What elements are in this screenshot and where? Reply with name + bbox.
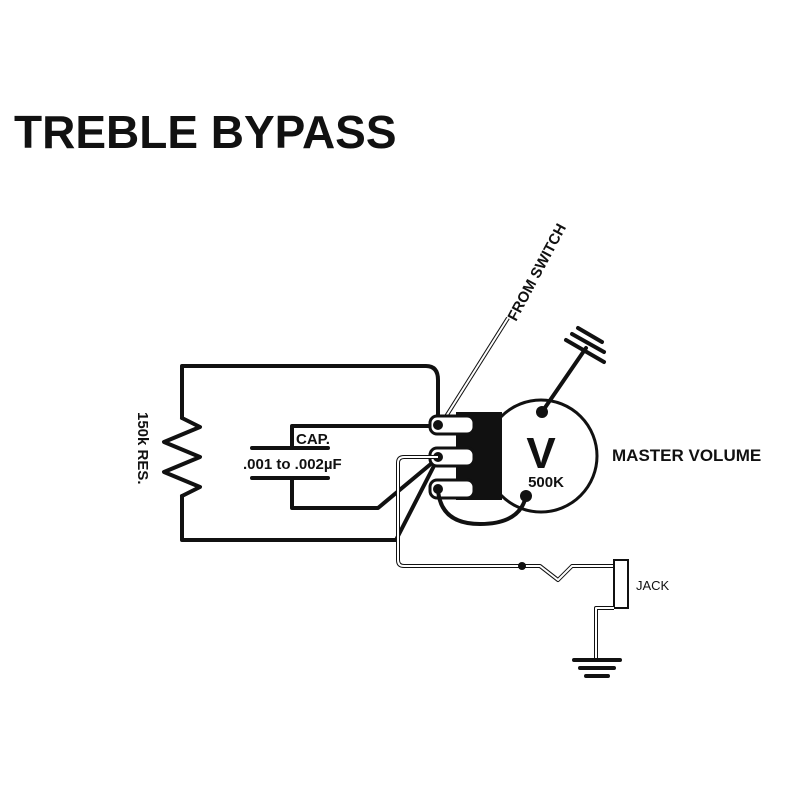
- output-wire-junction: [518, 562, 526, 570]
- cap-top-wire: [290, 424, 440, 450]
- lug-1-solder: [433, 420, 443, 430]
- jack-label: JACK: [636, 578, 670, 593]
- jack-ground-wire: [594, 606, 614, 660]
- resistor-symbol: [162, 416, 202, 498]
- pot-ground-solder: [536, 406, 548, 418]
- from-switch-label: FROM SWITCH: [505, 221, 570, 324]
- wiper-solder: [520, 490, 532, 502]
- resistor-label: 150k RES.: [134, 412, 151, 485]
- pot-letter: V: [526, 429, 556, 478]
- pot-ground-wire: [540, 346, 588, 414]
- ground-line-2: [570, 332, 606, 354]
- ground-line-3: [576, 326, 604, 344]
- cap-bottom-wire: [290, 456, 440, 510]
- resistor-bottom-wire: [180, 456, 440, 542]
- lug3-to-wiper-wire: [436, 487, 528, 526]
- pot-lug-3: [428, 478, 476, 500]
- cap-value-label: .001 to .002µF: [243, 456, 342, 473]
- master-volume-label: MASTER VOLUME: [612, 446, 761, 465]
- pot-value: 500K: [528, 474, 564, 491]
- cap-title-label: CAP.: [296, 431, 330, 448]
- diagram-title: TREBLE BYPASS: [14, 106, 397, 158]
- pot-lug-1: [428, 414, 476, 436]
- resistor-top-wire: [180, 364, 440, 420]
- ground-line-1: [564, 338, 606, 364]
- output-jack: [613, 559, 629, 609]
